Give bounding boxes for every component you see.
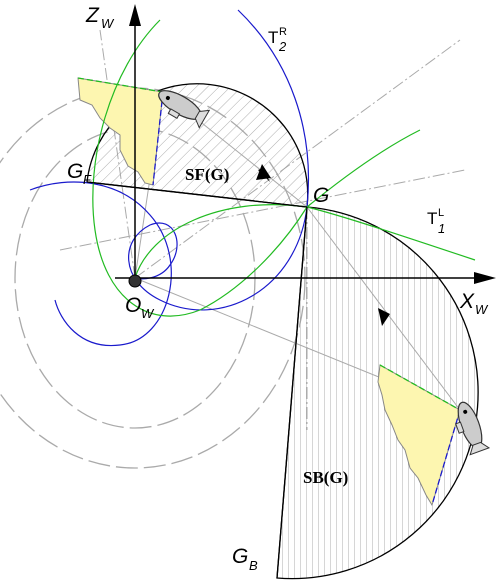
origin-dot	[128, 274, 142, 288]
sb-region-label: SB(G)	[303, 468, 348, 487]
curve-t2-label: T R 2	[268, 26, 287, 54]
airship-top-icon	[158, 90, 211, 129]
airship-bottom-icon	[455, 401, 491, 456]
sb-region	[276, 206, 479, 580]
svg-text:W: W	[101, 16, 115, 31]
point-gf-label: G F	[67, 160, 92, 187]
svg-text:W: W	[475, 302, 489, 317]
sf-region-label: SF(G)	[185, 165, 229, 184]
svg-text:B: B	[249, 558, 258, 573]
svg-text:W: W	[141, 306, 155, 321]
chord-g-gb	[276, 206, 308, 579]
svg-text:T: T	[268, 28, 278, 47]
yellow-patch-bottom	[377, 364, 461, 507]
point-gb-label: G B	[232, 545, 258, 573]
sf-arrow-head	[256, 164, 271, 180]
x-axis-arrow	[474, 272, 496, 284]
svg-text:O: O	[125, 294, 141, 317]
svg-text:X: X	[459, 290, 475, 313]
svg-text:G: G	[232, 545, 248, 568]
curve-t1-label: T L 1	[427, 207, 445, 236]
x-axis-label: X W	[459, 290, 489, 317]
z-axis-arrow	[129, 4, 141, 26]
svg-text:T: T	[427, 209, 437, 228]
svg-text:2: 2	[278, 39, 287, 54]
z-axis-label: Z W	[85, 4, 115, 31]
origin-label: O W	[125, 294, 155, 321]
chord-gf-g	[86, 181, 308, 208]
point-g-label: G	[313, 184, 329, 207]
svg-text:L: L	[438, 207, 444, 219]
blue-curves	[29, 9, 310, 347]
svg-text:R: R	[279, 26, 287, 38]
yellow-patch-top	[77, 77, 164, 186]
svg-text:G: G	[67, 160, 83, 183]
svg-text:Z: Z	[85, 4, 100, 27]
sb-arrow-head	[378, 308, 390, 326]
svg-text:F: F	[83, 172, 92, 187]
svg-text:1: 1	[438, 221, 445, 236]
